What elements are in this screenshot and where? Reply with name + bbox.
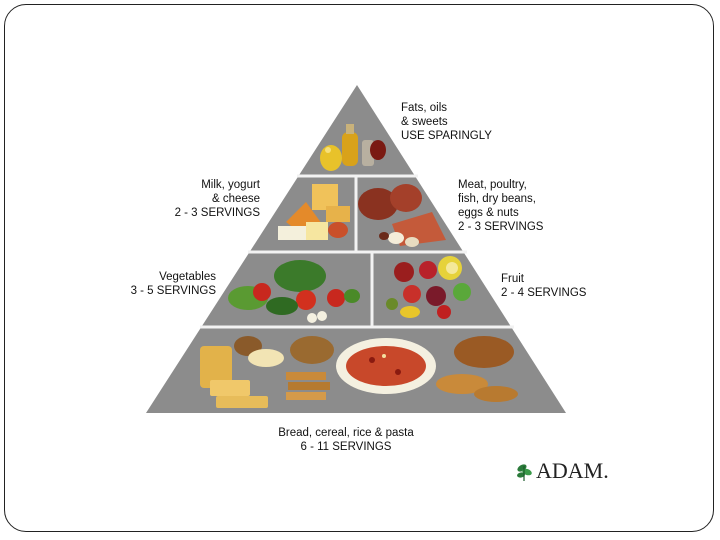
meat-poultry-label: Meat, poultry, fish, dry beans, eggs & n… <box>458 179 544 233</box>
adam-logo-text: ADAM. <box>536 458 609 483</box>
adam-logo: ADAM. <box>514 458 609 484</box>
leaf-icon <box>517 464 532 481</box>
fats-oils-sweets-image <box>320 124 386 171</box>
fats-oils-sweets-label: Fats, oils & sweets USE SPARINGLY <box>401 102 492 142</box>
bread-cereal-label: Bread, cereal, rice & pasta 6 - 11 SERVI… <box>278 427 414 453</box>
bread-cereal-rice-pasta-image <box>200 336 518 408</box>
meat-poultry-fish-image <box>358 184 446 247</box>
vegetables-image <box>228 260 360 323</box>
fruit-image <box>386 256 471 319</box>
vegetables-label: Vegetables 3 - 5 SERVINGS <box>130 271 216 297</box>
milk-yogurt-cheese-label: Milk, yogurt & cheese 2 - 3 SERVINGS <box>174 179 260 219</box>
fruit-label: Fruit 2 - 4 SERVINGS <box>501 273 587 299</box>
milk-yogurt-cheese-image <box>278 184 350 240</box>
